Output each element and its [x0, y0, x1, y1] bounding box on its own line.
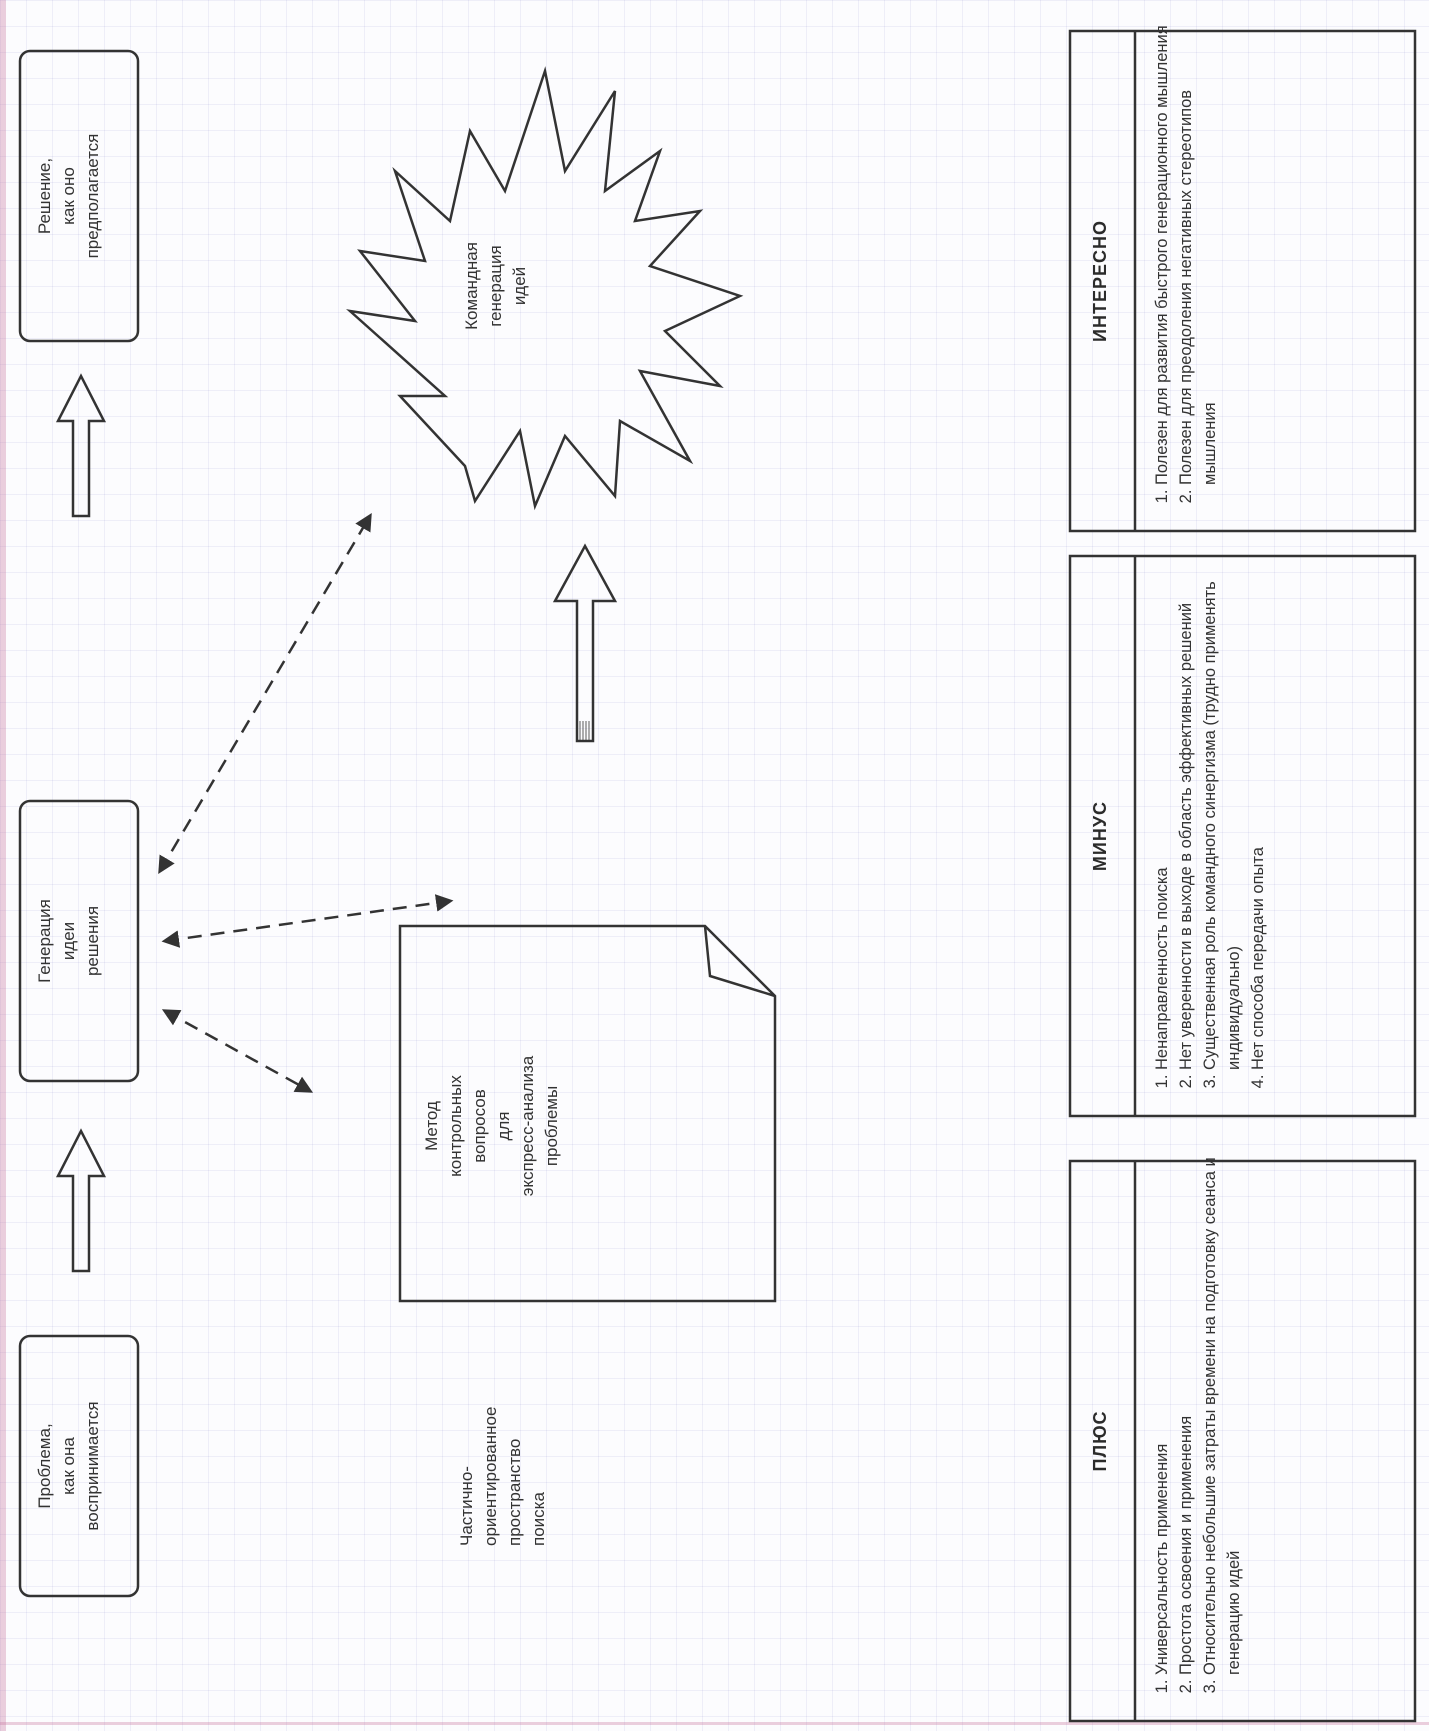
method-document-fold [703, 925, 776, 998]
team-starburst [346, 66, 744, 511]
minus-item: Существенная роль командного синергизма … [1198, 550, 1246, 1070]
method-label: Метод контрольных вопросов для экспресс-… [422, 1055, 561, 1197]
paper-bottom-line [0, 1722, 1429, 1725]
interesting-title: ИНТЕРЕСНО [1090, 220, 1110, 342]
interesting-list: Полезен для развития быстрого генерацион… [1150, 25, 1222, 511]
vertical-hollow-arrow [552, 543, 618, 743]
problem-box [18, 1334, 140, 1598]
dashed-arrow-to-team [158, 512, 372, 875]
stripe-marks [579, 721, 590, 741]
paper-margin-line [0, 0, 6, 1731]
interesting-item: Полезен для преодоления негативных стере… [1174, 25, 1222, 485]
interesting-item: Полезен для развития быстрого генерацион… [1150, 25, 1174, 485]
solution-box [18, 49, 140, 343]
problem-label: Проблема, как она воспринимается [35, 1401, 102, 1531]
plus-list: Универсальность применения Простота осво… [1150, 1155, 1246, 1701]
hollow-arrow-2 [55, 373, 107, 518]
minus-title: МИНУС [1090, 800, 1110, 872]
hollow-arrow-1 [55, 1128, 107, 1273]
plus-item: Универсальность применения [1150, 1155, 1174, 1675]
minus-list: Ненаправленность поиска Нет уверенности … [1150, 550, 1270, 1096]
minus-table-frame [1068, 554, 1417, 1118]
idea-generation-label: Генерация идеи решения [35, 899, 102, 983]
plus-item: Относительно небольшие затраты времени н… [1198, 1155, 1246, 1675]
interesting-table-frame [1068, 29, 1417, 533]
minus-item: Нет уверенности в выходе в область эффек… [1174, 550, 1198, 1070]
search-space-label: Частично- ориентированное пространство п… [457, 1406, 548, 1546]
minus-item: Ненаправленность поиска [1150, 550, 1174, 1070]
method-document [398, 924, 777, 1303]
idea-generation-box [18, 799, 140, 1083]
plus-table-frame [1068, 1159, 1417, 1723]
team-label: Командная генерация идей [462, 242, 529, 330]
dashed-arrow-to-space [161, 894, 454, 948]
solution-label: Решение, как оно предполагается [35, 133, 102, 259]
minus-item: Нет способа передачи опыта [1246, 550, 1270, 1070]
dashed-arrow-to-method [161, 1009, 314, 1093]
plus-item: Простота освоения и применения [1174, 1155, 1198, 1675]
plus-title: ПЛЮС [1090, 1410, 1110, 1472]
